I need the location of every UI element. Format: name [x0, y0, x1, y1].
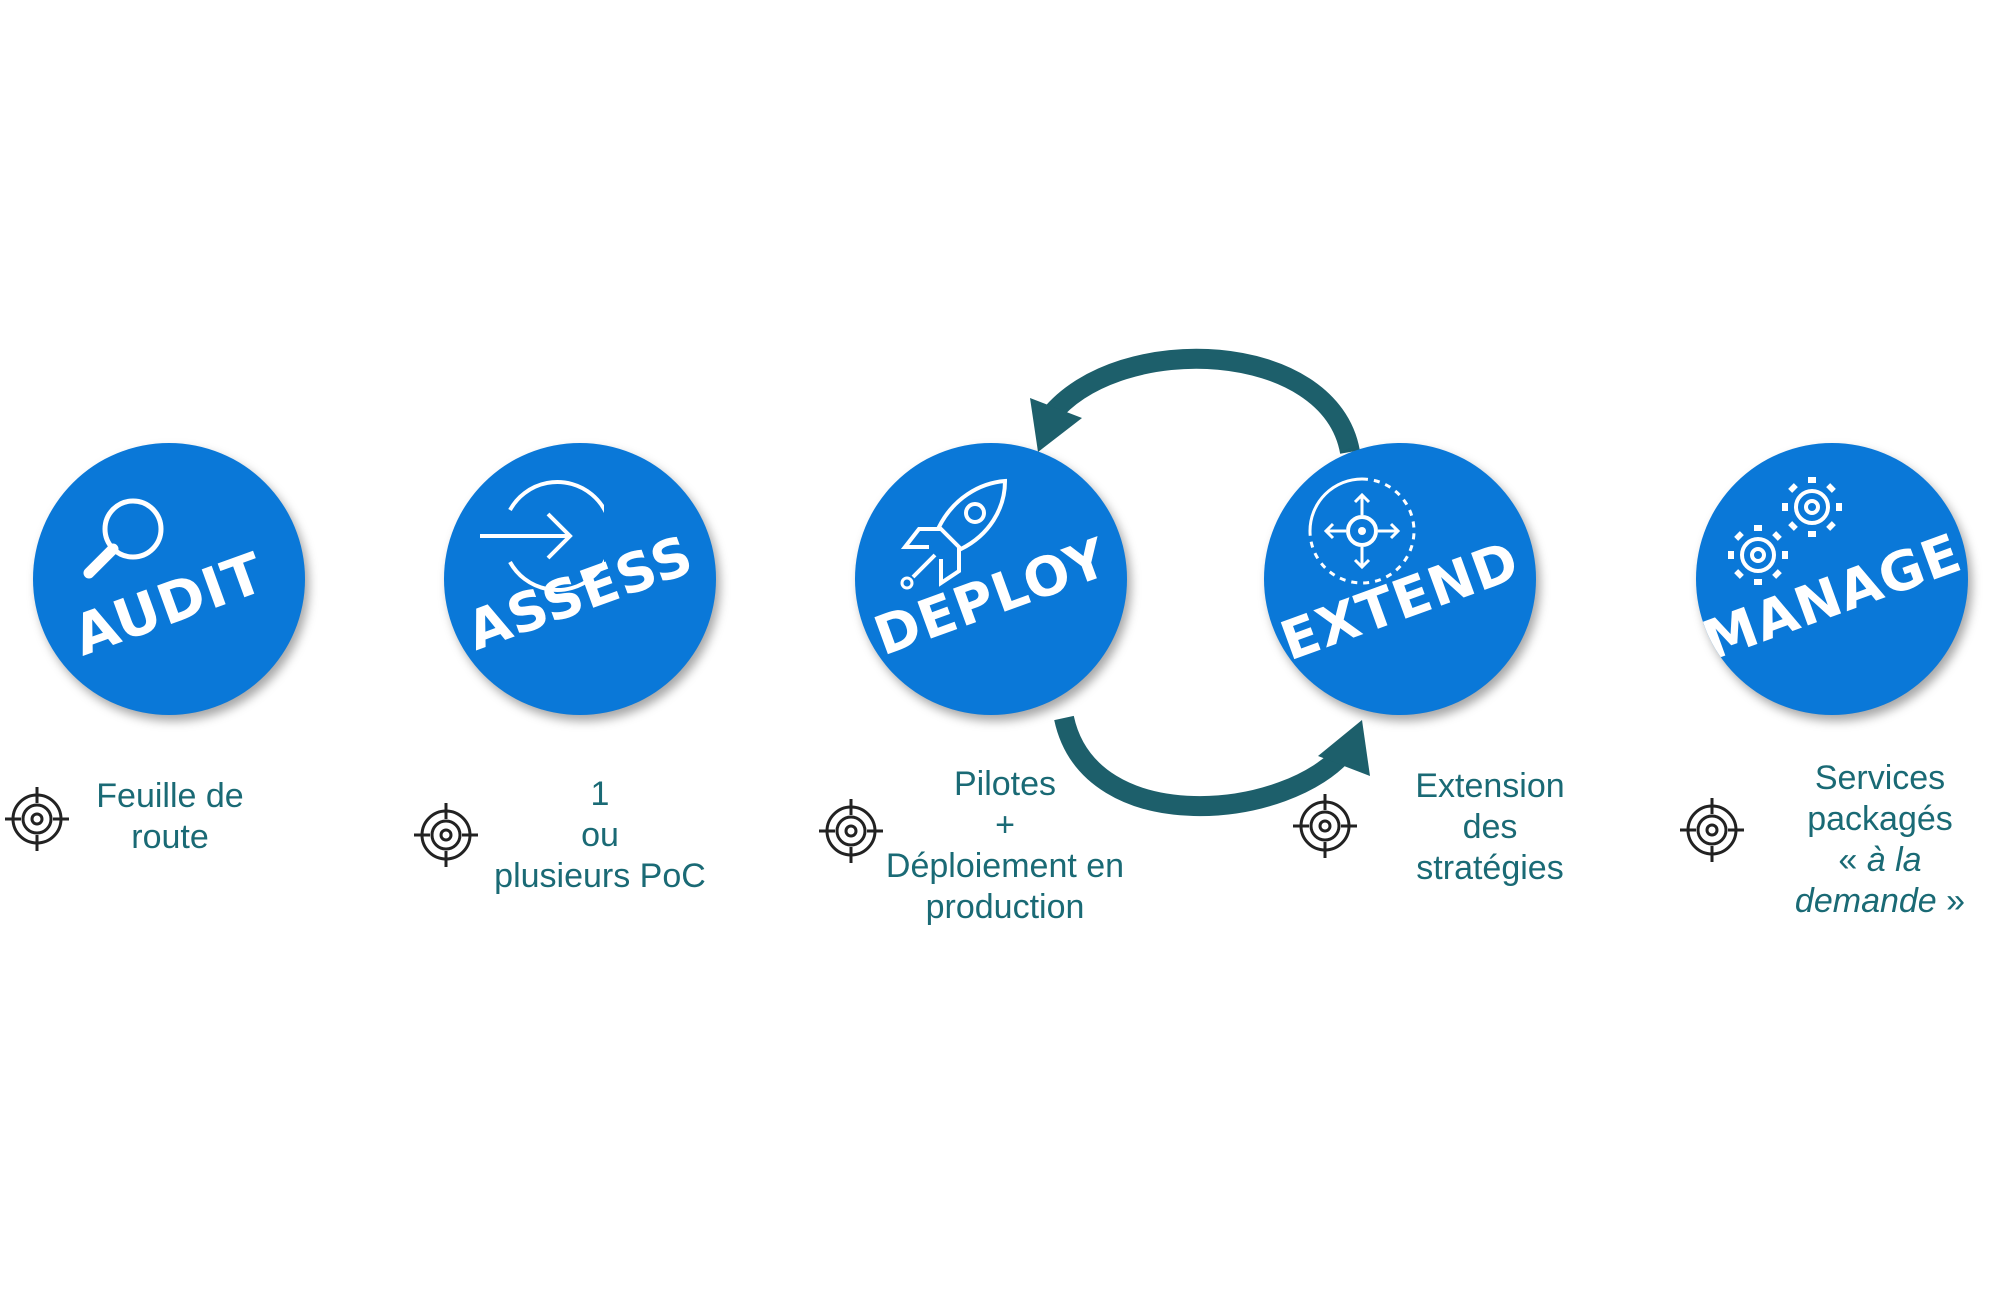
target-icon — [5, 787, 69, 851]
step-manage-circle[interactable]: MANAGE — [1696, 443, 1968, 715]
step-deploy-circle[interactable]: DEPLOY — [855, 443, 1127, 715]
step-audit-description: Feuille de route — [96, 777, 244, 856]
expand-target-icon — [1308, 477, 1416, 585]
step-extend-description: Extension des stratégies — [1415, 767, 1565, 887]
step-assess-circle[interactable]: ASSESS — [444, 443, 716, 715]
target-icon — [819, 799, 883, 863]
step-manage-description: Services packagés « à la demande » — [1794, 759, 1966, 920]
gears-icon — [1728, 477, 1842, 585]
rocket-icon — [900, 478, 1008, 590]
step-audit-circle[interactable]: AUDIT — [33, 443, 305, 715]
magnifier-icon — [83, 498, 164, 579]
arrow-circle-icon — [480, 480, 604, 592]
step-deploy-description: Pilotes + Déploiement en production — [885, 765, 1125, 926]
target-icon — [1680, 798, 1744, 862]
target-icon — [414, 803, 478, 867]
target-icon — [1293, 794, 1357, 858]
step-assess-description: 1 ou plusieurs PoC — [494, 775, 706, 895]
step-extend-circle[interactable]: EXTEND — [1264, 443, 1536, 715]
